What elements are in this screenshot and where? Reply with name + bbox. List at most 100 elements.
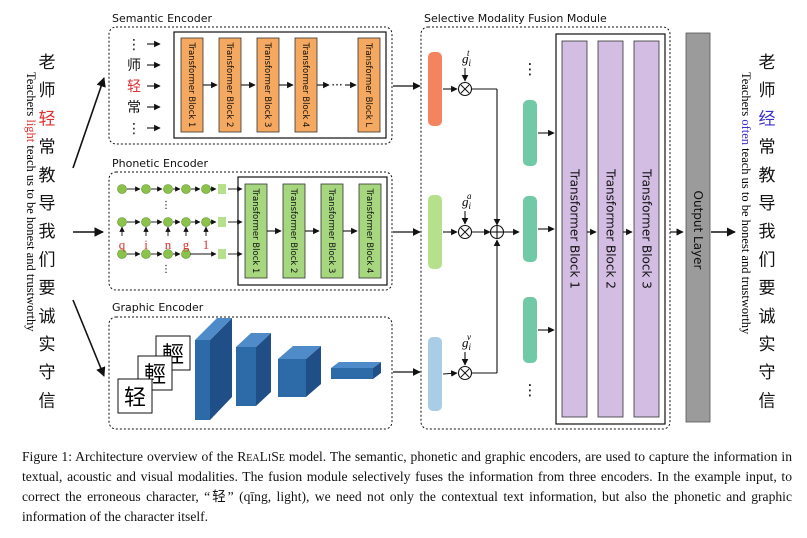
fused-token-vectors [523, 100, 555, 363]
phonetic-block-2-label: Transformer Block 2 [288, 188, 298, 274]
output-char: 实 [759, 335, 776, 355]
caption-prefix: Figure 1: Architecture overview of the [22, 449, 238, 464]
input-char: 教 [39, 166, 56, 186]
cnn-cube-1-front [195, 340, 210, 420]
cnn-cube-1-top [195, 318, 232, 340]
semantic-transformer-blocks: Transformer Block 1 Transformer Block 2 Tr… [180, 37, 381, 133]
fusion-ellipsis-top: ⋮ [523, 60, 538, 78]
phonetic-rnn-node [141, 249, 151, 259]
phonetic-block-4 [358, 183, 382, 279]
glyph-image-front [117, 378, 153, 414]
gate-t-label: git [462, 48, 472, 68]
cnn-cube-1-side [210, 318, 232, 420]
gate-v-label: giv [462, 332, 472, 352]
semantic-vector [428, 52, 442, 126]
phonetic-encoder-box [108, 171, 393, 291]
output-translation: Teachers often teach us to be honest and… [739, 72, 753, 335]
phonetic-rnn-node [201, 217, 211, 227]
fusion-block-1 [561, 40, 588, 418]
gate-v-input-arrow [442, 370, 458, 377]
phonetic-rnn-node [117, 184, 127, 194]
input-char: 要 [39, 279, 56, 299]
phonetic-block-4-label: Transformer Block 4 [364, 188, 374, 274]
output-layer-label: Output Layer [691, 191, 705, 270]
graphic-encoder-title: Graphic Encoder [112, 301, 204, 314]
caption-body: model. The semantic, phonetic and graphi… [22, 449, 792, 524]
cnn-feature-maps [195, 318, 381, 420]
fusion-ellipsis-bottom: ⋮ [523, 381, 538, 399]
pinyin-letter: g [183, 237, 190, 252]
fusion-block-2 [597, 40, 624, 418]
semantic-ellipsis: ··· [331, 78, 342, 92]
semantic-token: ⋮ [127, 121, 141, 137]
phonetic-rnn-node [163, 249, 173, 259]
graphic-glyph-images: 輕 輕 轻 [117, 335, 191, 414]
input-char: 老 [39, 53, 56, 73]
input-translation: Teachers light teach us to be honest and… [24, 72, 38, 332]
phonetic-rnn-node [141, 184, 151, 194]
input-char: 我 [39, 222, 56, 242]
output-char: 们 [759, 250, 776, 270]
output-char: 要 [759, 279, 776, 299]
semantic-block-5-label: Transformer Block L [363, 42, 373, 127]
cnn-vector-top [331, 362, 381, 368]
phonetic-rnn-node [181, 184, 191, 194]
input-arrow-graphic [72, 299, 106, 377]
fusion-stack-frame [555, 33, 666, 425]
output-char: 师 [759, 81, 776, 101]
cnn-cube-2-side [256, 333, 271, 406]
input-char: 信 [39, 391, 56, 411]
output-layer [685, 32, 711, 423]
phonetic-rnn-node [163, 217, 173, 227]
cnn-vector-side [373, 362, 381, 379]
fusion-block-2-label: Transformer Block 2 [603, 168, 617, 289]
phonetic-encoder-title: Phonetic Encoder [112, 157, 208, 170]
input-char: 诚 [39, 307, 56, 327]
phonetic-rnn-node [163, 184, 173, 194]
output-char: 诚 [759, 307, 776, 327]
input-arrow-semantic [72, 77, 106, 169]
gate-a-label: gia [462, 191, 472, 211]
phonetic-rnn-node [141, 217, 151, 227]
semantic-block-5 [357, 37, 381, 133]
fused-vector [523, 196, 537, 262]
phonetic-row-ellipsis: ⋮ [161, 200, 171, 211]
phonetic-rnn-node [117, 249, 127, 259]
semantic-block-1-label: Transformer Block 1 [186, 42, 196, 128]
output-char: 导 [759, 194, 776, 214]
input-char: 实 [39, 335, 56, 355]
cnn-cube-2-front [236, 347, 256, 406]
pinyin-letter: n [165, 237, 172, 252]
semantic-block-4-label: Transformer Block 4 [300, 42, 310, 128]
graphic-encoder-box [108, 316, 393, 430]
cnn-cube-3-top [278, 346, 321, 359]
input-char: 师 [39, 81, 56, 101]
phonetic-vector [428, 195, 442, 269]
semantic-block-2-label: Transformer Block 2 [224, 42, 234, 128]
output-char: 经 [759, 109, 776, 129]
cnn-cube-3-front [278, 359, 306, 397]
semantic-encoder-box [108, 26, 393, 145]
phonetic-rnn-node [117, 217, 127, 227]
graphic-vector [428, 337, 442, 411]
output-char: 常 [759, 138, 776, 158]
input-char: 导 [39, 194, 56, 214]
output-char: 我 [759, 222, 776, 242]
output-char: 教 [759, 166, 776, 186]
fused-vector [523, 100, 537, 166]
phonetic-char-vector [218, 217, 226, 227]
semantic-token: 常 [127, 100, 141, 116]
fused-vector [523, 297, 537, 363]
phonetic-char-vector [218, 184, 226, 194]
glyph-front-label: 轻 [124, 386, 146, 411]
fusion-module-title: Selective Modality Fusion Module [424, 12, 607, 25]
phonetic-char-vector [218, 249, 226, 259]
phonetic-rnn-node [201, 184, 211, 194]
input-char: 常 [39, 138, 56, 158]
phonetic-block-3-label: Transformer Block 3 [326, 188, 336, 274]
pinyin-letter: q [119, 237, 126, 252]
